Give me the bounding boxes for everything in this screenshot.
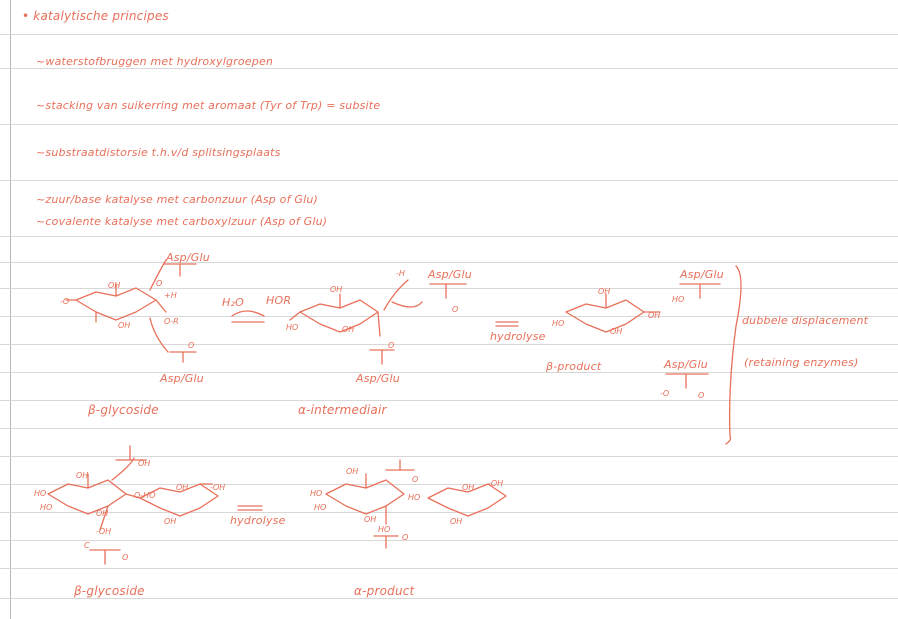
svg-text:OH: OH bbox=[342, 325, 354, 334]
svg-text:OH: OH bbox=[108, 281, 120, 290]
svg-text:HO: HO bbox=[672, 295, 684, 304]
alpha-intermediate-label: α-intermediair bbox=[298, 403, 387, 417]
svg-text:OH: OH bbox=[176, 483, 188, 492]
svg-text:HO: HO bbox=[314, 503, 326, 512]
ruled-line bbox=[0, 428, 898, 429]
svg-text:HO: HO bbox=[286, 323, 298, 332]
beta-glycoside-structure: OH -O O +H O-R OH O bbox=[60, 259, 197, 363]
svg-text:O: O bbox=[122, 553, 128, 562]
svg-text:O: O bbox=[156, 279, 162, 288]
svg-text:HO: HO bbox=[408, 493, 420, 502]
ruled-line bbox=[0, 124, 898, 125]
ruled-line bbox=[0, 34, 898, 35]
svg-text:O: O bbox=[402, 533, 408, 542]
retaining-enzymes-label: (retaining enzymes) bbox=[744, 356, 859, 369]
hor-label: HOR bbox=[266, 294, 292, 307]
note-hydrogen-bonds: ~waterstofbruggen met hydroxylgroepen bbox=[36, 55, 274, 68]
margin-line bbox=[10, 0, 11, 619]
ruled-line bbox=[0, 316, 898, 317]
ruled-line bbox=[0, 180, 898, 181]
ruled-line bbox=[0, 236, 898, 237]
svg-text:-OH: -OH bbox=[96, 527, 111, 536]
svg-text:HO: HO bbox=[552, 319, 564, 328]
svg-text:HO: HO bbox=[310, 489, 322, 498]
ruled-line bbox=[0, 598, 898, 599]
svg-text:OH: OH bbox=[96, 509, 108, 518]
ruled-line bbox=[0, 344, 898, 345]
double-displacement-label: dubbele displacement bbox=[742, 314, 869, 327]
alpha-product-label: α-product bbox=[354, 584, 415, 598]
bracket bbox=[725, 265, 742, 445]
svg-text:O: O bbox=[698, 391, 704, 400]
svg-text:-H: -H bbox=[396, 269, 405, 278]
beta-glycoside-label: β-glycoside bbox=[88, 403, 159, 417]
alpha-product-structure: OH HO HO OH HO O O HO OH -OH OH bbox=[310, 459, 507, 549]
svg-text:OH: OH bbox=[76, 471, 88, 480]
asp-glu-intermediate-bottom: Asp/Glu bbox=[356, 372, 400, 385]
asp-glu-product-top: Asp/Glu bbox=[680, 268, 724, 281]
note-acid-base: ~zuur/base katalyse met carbonzuur (Asp … bbox=[36, 193, 318, 206]
svg-text:O: O bbox=[452, 305, 458, 314]
ruled-line bbox=[0, 568, 898, 569]
note-covalent: ~covalente katalyse met carboxylzuur (As… bbox=[36, 215, 328, 228]
svg-text:O: O bbox=[412, 475, 418, 484]
svg-text:HO: HO bbox=[378, 525, 390, 534]
ruled-line bbox=[0, 484, 898, 485]
svg-text:O-HO: O-HO bbox=[134, 491, 156, 500]
svg-text:OH: OH bbox=[598, 287, 610, 296]
note-stacking: ~stacking van suikerring met aromaat (Ty… bbox=[36, 99, 381, 112]
beta-product-label: β-product bbox=[546, 360, 602, 373]
svg-text:-O: -O bbox=[60, 297, 69, 306]
ruled-line bbox=[0, 288, 898, 289]
h2o-arrow bbox=[231, 310, 265, 317]
svg-text:OH: OH bbox=[610, 327, 622, 336]
svg-text:O: O bbox=[188, 341, 194, 350]
beta-product-structure: OH HO OH OH bbox=[552, 287, 661, 336]
note-distortion: ~substraatdistorsie t.h.v/d splitsingspl… bbox=[36, 146, 281, 159]
asp-glu-product-bottom: Asp/Glu bbox=[664, 358, 708, 371]
ruled-line bbox=[0, 512, 898, 513]
ruled-line bbox=[0, 400, 898, 401]
svg-text:OH: OH bbox=[118, 321, 130, 330]
notes-title: • katalytische principes bbox=[22, 9, 169, 23]
svg-text:OH: OH bbox=[364, 515, 376, 524]
svg-text:O-R: O-R bbox=[164, 317, 179, 326]
svg-text:OH: OH bbox=[462, 483, 474, 492]
asp-glu-label-bottom: Asp/Glu bbox=[160, 372, 204, 385]
svg-text:OH: OH bbox=[450, 517, 462, 526]
svg-text:OH: OH bbox=[346, 467, 358, 476]
svg-text:-OH: -OH bbox=[210, 483, 225, 492]
ruled-line bbox=[0, 456, 898, 457]
ruled-line bbox=[0, 262, 898, 263]
asp-glu-label-top: Asp/Glu bbox=[166, 251, 210, 264]
h2o-label: H₂O bbox=[222, 296, 244, 309]
ruled-line bbox=[0, 68, 898, 69]
svg-text:OH: OH bbox=[138, 459, 150, 468]
svg-text:HO: HO bbox=[40, 503, 52, 512]
hydrolyse-label-2: hydrolyse bbox=[230, 514, 286, 527]
ruled-line bbox=[0, 540, 898, 541]
svg-text:OH: OH bbox=[164, 517, 176, 526]
hydrolyse-label: hydrolyse bbox=[490, 330, 546, 343]
svg-text:HO: HO bbox=[34, 489, 46, 498]
svg-text:OH: OH bbox=[648, 311, 660, 320]
svg-text:+H: +H bbox=[164, 291, 177, 300]
svg-text:OH: OH bbox=[330, 285, 342, 294]
ruled-line bbox=[0, 372, 898, 373]
svg-text:-O: -O bbox=[660, 389, 669, 398]
beta-glycoside-2-structure: OH HO HO OH O-HO OH -OH OH OH -OH C O bbox=[34, 445, 225, 565]
svg-text:-OH: -OH bbox=[488, 479, 503, 488]
beta-glycoside-label-2: β-glycoside bbox=[74, 584, 145, 598]
asp-glu-intermediate-top: Asp/Glu bbox=[428, 268, 472, 281]
alpha-intermediate-structure: OH HO OH O -H O bbox=[286, 269, 467, 365]
svg-text:O: O bbox=[388, 341, 394, 350]
svg-text:C: C bbox=[84, 541, 90, 550]
